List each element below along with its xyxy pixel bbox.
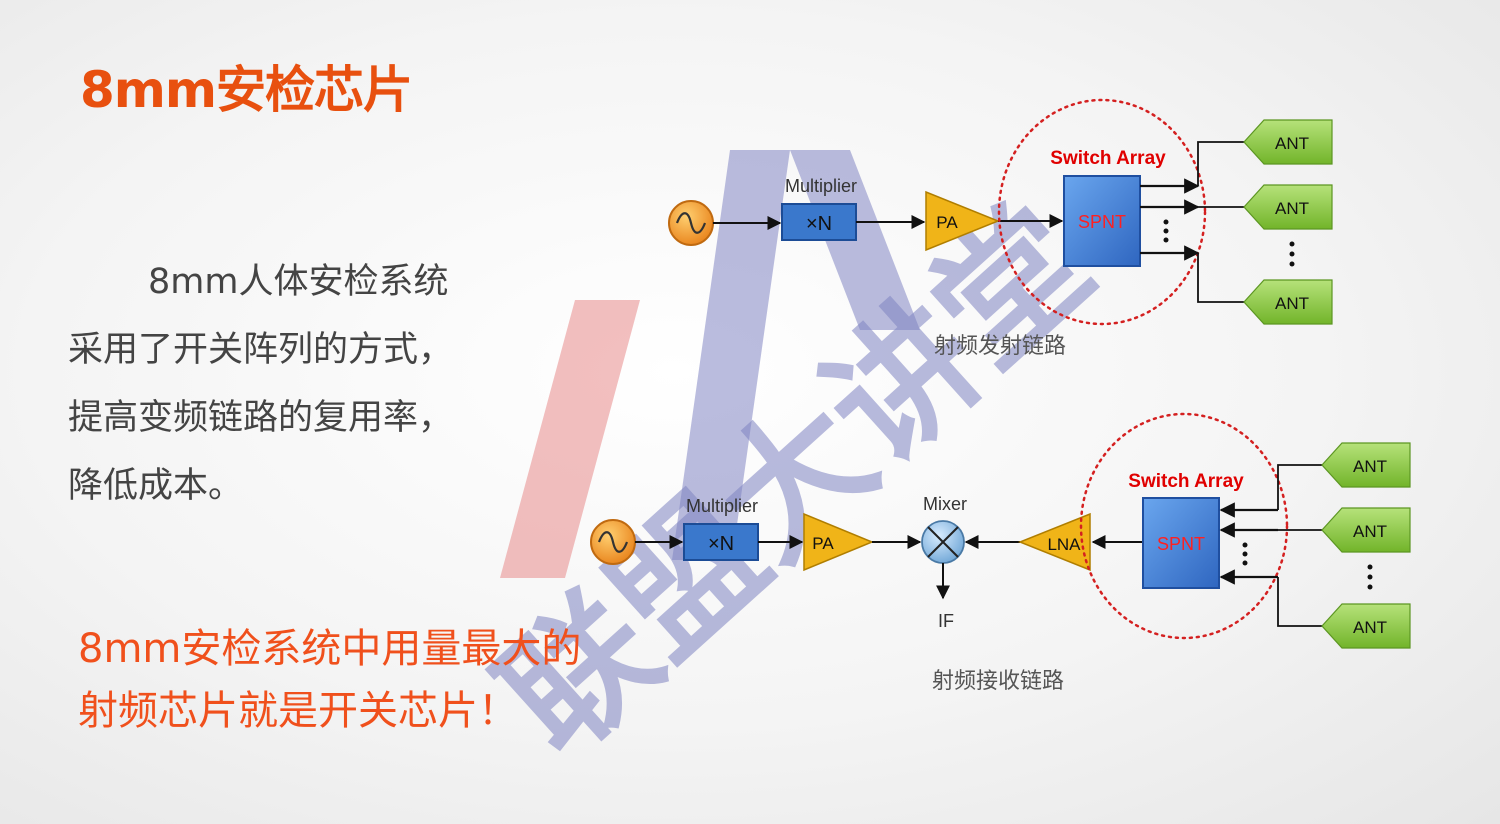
rx-chain: Multiplier ×N PA Mixer IF LNA Switch Arr…	[590, 412, 1411, 694]
rx-ant-feed-3	[1277, 577, 1322, 627]
rx-switch-array-circle	[1079, 412, 1289, 640]
rx-ant-ellipsis	[1367, 564, 1373, 590]
highlight-line-1: 8mm安检系统中用量最大的	[78, 626, 582, 672]
tx-multiplier-box: ×N	[781, 203, 857, 241]
rx-multiplier-box-text: ×N	[708, 533, 734, 555]
tx-ant-2-label: ANT	[1275, 199, 1309, 218]
rx-lna: LNA	[1017, 512, 1091, 572]
tx-spnt-label: SPNT	[1078, 212, 1126, 232]
rx-pa-label: PA	[812, 534, 834, 553]
tx-spnt-ellipsis	[1163, 219, 1169, 243]
rx-caption: 射频接收链路	[932, 669, 1064, 694]
rx-ant-2: ANT	[1321, 507, 1411, 553]
highlight-line-2: 射频芯片就是开关芯片！	[78, 688, 518, 734]
tx-ant-feed-1	[1197, 141, 1244, 186]
body-line-1: 8mm人体安检系统	[148, 262, 449, 302]
rx-ant-1-label: ANT	[1353, 457, 1387, 476]
tx-switch-array-circle	[997, 98, 1207, 326]
rx-multiplier-box: ×N	[683, 523, 759, 561]
page-title: 8mm安检芯片	[80, 61, 413, 119]
rx-spnt-ellipsis	[1242, 542, 1248, 566]
tx-caption: 射频发射链路	[934, 334, 1066, 359]
rx-switch-array-label: Switch Array	[1128, 471, 1244, 492]
body-line-3: 提高变频链路的复用率，	[68, 398, 454, 438]
tx-multiplier-box-text: ×N	[806, 213, 832, 235]
rx-ant-2-label: ANT	[1353, 522, 1387, 541]
body-line-4: 降低成本。	[68, 466, 244, 506]
rx-ant-1: ANT	[1321, 442, 1411, 488]
rx-if-label: IF	[938, 611, 954, 631]
tx-multiplier-label: Multiplier	[785, 176, 857, 196]
rx-spnt-label: SPNT	[1157, 534, 1205, 554]
rx-ant-3-label: ANT	[1353, 618, 1387, 637]
rx-multiplier-label: Multiplier	[686, 496, 758, 516]
rx-spnt: SPNT	[1142, 497, 1220, 589]
tx-ant-ellipsis	[1289, 241, 1295, 267]
body-line-2: 采用了开关阵列的方式，	[68, 330, 454, 370]
tx-ant-3: ANT	[1243, 279, 1333, 325]
rx-ant-feed-1	[1277, 464, 1322, 510]
tx-ant-2: ANT	[1243, 184, 1333, 230]
tx-ant-1: ANT	[1243, 119, 1333, 165]
rx-lna-label: LNA	[1047, 535, 1081, 554]
tx-ant-feed-3	[1197, 253, 1244, 303]
body-text: 8mm人体安检系统 采用了开关阵列的方式， 提高变频链路的复用率， 降低成本。	[68, 248, 518, 520]
rx-oscillator	[590, 519, 636, 565]
tx-pa: PA	[925, 190, 1001, 252]
rx-mixer	[921, 520, 965, 564]
tx-switch-array-label: Switch Array	[1050, 148, 1166, 169]
tx-chain: Multiplier ×N PA Switch Array SPNT ANT	[668, 98, 1333, 359]
rx-pa: PA	[803, 512, 874, 572]
tx-spnt: SPNT	[1063, 175, 1141, 267]
tx-oscillator	[668, 200, 714, 246]
tx-ant-3-label: ANT	[1275, 294, 1309, 313]
highlight-text: 8mm安检系统中用量最大的 射频芯片就是开关芯片！	[78, 618, 678, 742]
rx-mixer-label: Mixer	[923, 494, 967, 514]
tx-pa-label: PA	[936, 213, 958, 232]
tx-ant-1-label: ANT	[1275, 134, 1309, 153]
rx-ant-3: ANT	[1321, 603, 1411, 649]
